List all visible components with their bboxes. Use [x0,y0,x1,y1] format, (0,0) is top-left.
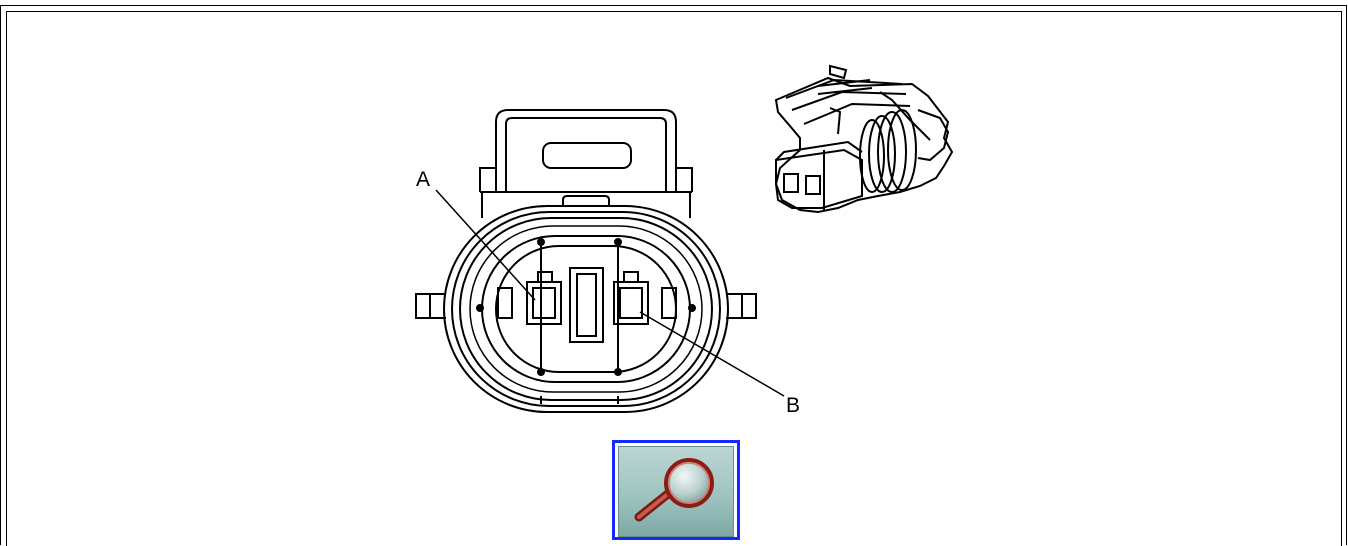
leader-line-b [639,311,785,397]
connector-thumbnail [774,64,954,214]
leader-line-a [435,189,536,301]
inner-frame [6,11,1342,546]
center-divider [569,267,604,343]
callout-label-b: B [786,394,800,417]
zoom-button[interactable] [612,440,740,540]
outer-frame [0,5,1347,545]
connector-latch [479,109,693,206]
terminal-cavity-b [613,271,649,325]
callout-label-a: A [416,168,430,191]
zoom-button-face[interactable] [618,446,734,537]
connector-body [415,192,757,413]
terminal-cavity-a [526,271,562,325]
magnifier-icon [634,458,714,522]
side-windows [497,287,677,319]
